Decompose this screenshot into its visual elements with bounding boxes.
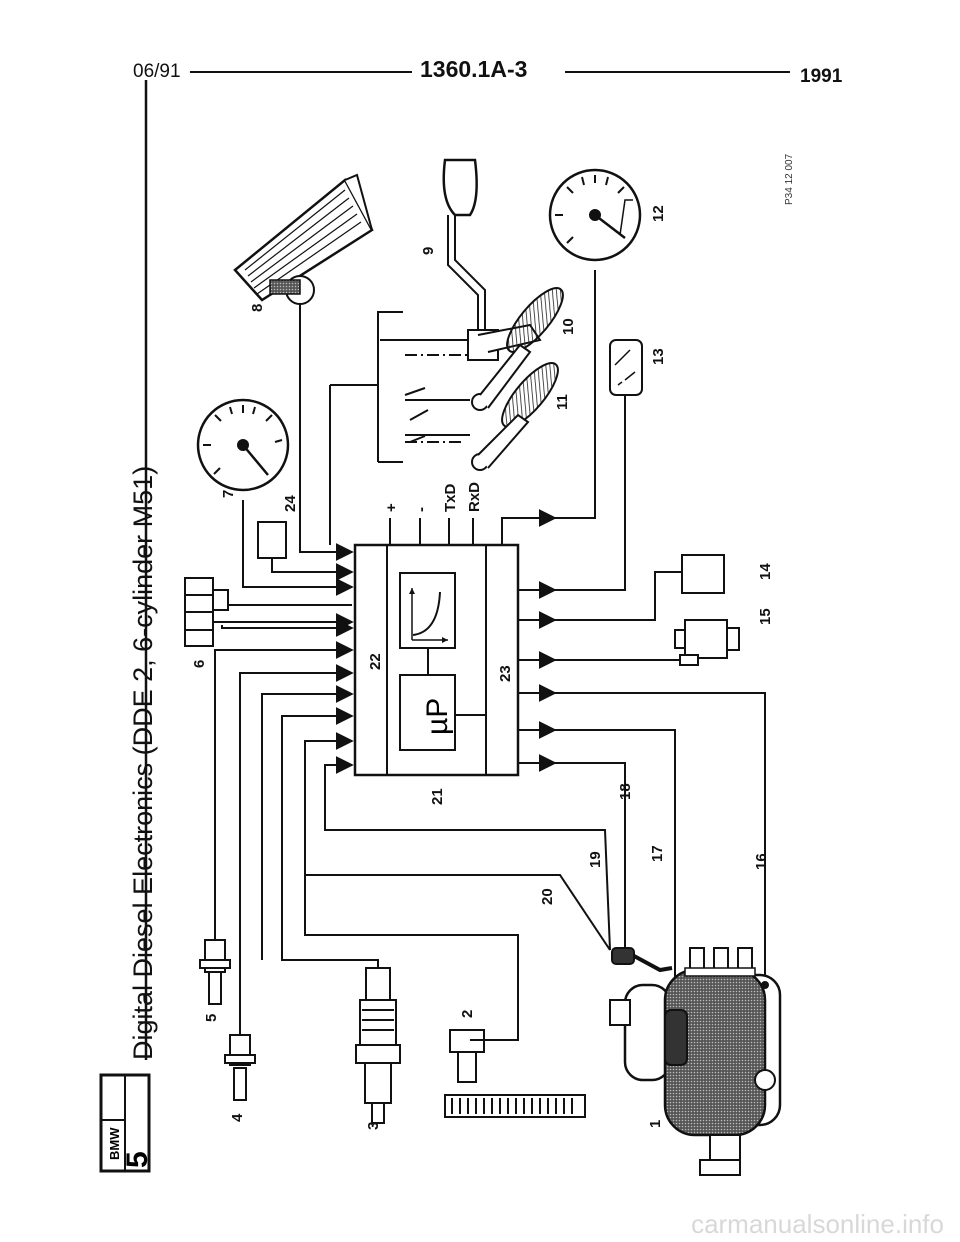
temperature-gauge [548, 168, 642, 262]
signal-minus: - [413, 507, 430, 512]
temperature-sensor-5 [199, 939, 231, 1005]
label-12: 12 [650, 205, 667, 222]
label-9: 9 [420, 247, 437, 255]
figure-reference: P34 12 007 [784, 153, 795, 205]
injection-pump [609, 947, 782, 1176]
header-rule-left [190, 71, 412, 73]
air-mass-sensor [184, 577, 229, 647]
gear-lever-knob [442, 158, 478, 217]
label-21: 21 [429, 788, 446, 805]
label-23: 23 [497, 665, 514, 682]
brake-pedal [471, 362, 559, 471]
toothed-wheel-strip [444, 1094, 586, 1118]
signal-txd: TxD [442, 483, 459, 512]
tachometer-gauge [196, 398, 290, 492]
label-24: 24 [282, 495, 299, 512]
output-wiring [501, 270, 766, 1000]
badge-series: 5 [121, 1151, 154, 1168]
temperature-sensor-4 [224, 1034, 256, 1101]
clutch-pedal [471, 287, 564, 411]
input-wiring [211, 285, 611, 1041]
label-7: 7 [220, 490, 237, 498]
label-19: 19 [587, 851, 604, 868]
speed-sensor [449, 1029, 490, 1083]
label-11: 11 [554, 394, 571, 410]
map-memory-block [399, 572, 456, 649]
label-3: 3 [365, 1122, 382, 1130]
diagnostic-lines [389, 518, 474, 545]
microprocessor-label: µP [421, 698, 454, 735]
header-code: 1360.1A-3 [420, 56, 528, 82]
label-18: 18 [617, 783, 634, 800]
label-1: 1 [647, 1120, 664, 1128]
watermark: carmanualsonline.info [691, 1209, 944, 1239]
label-14: 14 [757, 563, 774, 580]
bmw-5-badge: BMW 5 [99, 1073, 154, 1173]
label-17: 17 [649, 845, 666, 862]
needle-motion-sensor [355, 967, 401, 1124]
label-10: 10 [560, 318, 577, 335]
module-24 [257, 521, 287, 559]
solenoid-valve [674, 619, 740, 666]
label-20: 20 [539, 888, 556, 905]
label-4: 4 [229, 1113, 246, 1122]
badge-brand: BMW [107, 1127, 122, 1160]
signal-rxd: RxD [466, 482, 483, 512]
label-6: 6 [191, 660, 208, 668]
label-13: 13 [650, 348, 667, 365]
warning-lamp [609, 339, 643, 396]
accelerator-pedal [233, 173, 374, 305]
label-2: 2 [459, 1010, 476, 1018]
header-date: 06/91 [133, 61, 181, 82]
header-rule-right [565, 71, 790, 73]
label-5: 5 [203, 1014, 220, 1022]
label-8: 8 [249, 304, 266, 312]
signal-plus: + [383, 503, 400, 512]
glow-relay [681, 554, 725, 594]
label-16: 16 [753, 853, 770, 870]
header-year: 1991 [800, 66, 843, 87]
label-22: 22 [367, 653, 384, 670]
label-15: 15 [757, 608, 774, 625]
